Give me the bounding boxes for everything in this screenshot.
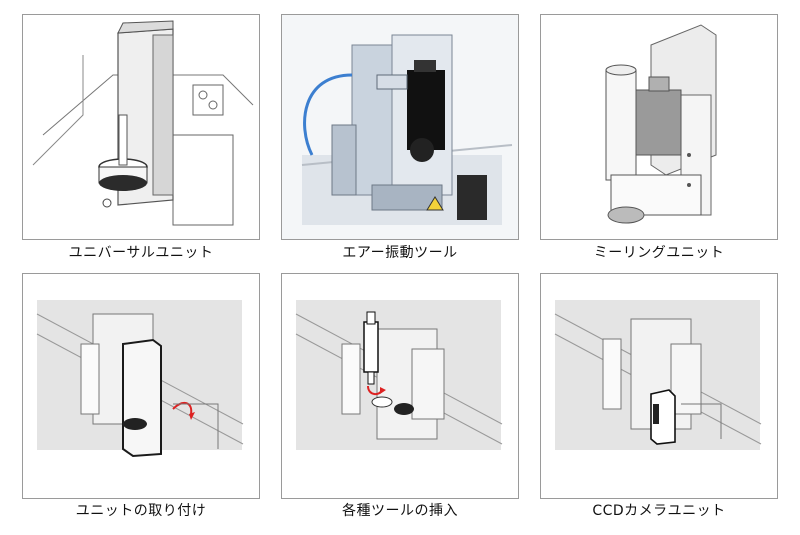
milling-unit-card [540, 14, 778, 240]
caption-ccd-camera-unit: CCDカメラユニット [592, 503, 726, 519]
air-vibration-tool-photo [282, 15, 518, 239]
universal-unit-card [22, 14, 260, 240]
caption-air-vibration-tool: エアー振動ツール [342, 245, 458, 261]
caption-unit-mounting: ユニットの取り付け [75, 503, 207, 519]
unit-mounting-illustration [36, 300, 244, 458]
unit-mounting-card [22, 273, 260, 499]
milling-unit-illustration [605, 24, 717, 224]
tool-insertion-illustration [295, 300, 503, 450]
caption-milling-unit: ミーリングユニット [593, 245, 725, 261]
ccd-camera-unit-illustration [554, 300, 762, 450]
caption-universal-unit: ユニバーサルユニット [68, 245, 214, 261]
air-vibration-tool-card [281, 14, 519, 240]
caption-tool-insertion: 各種ツールの挿入 [342, 503, 458, 519]
universal-unit-illustration [32, 20, 254, 226]
tool-insertion-card [281, 273, 519, 499]
ccd-camera-unit-card [540, 273, 778, 499]
